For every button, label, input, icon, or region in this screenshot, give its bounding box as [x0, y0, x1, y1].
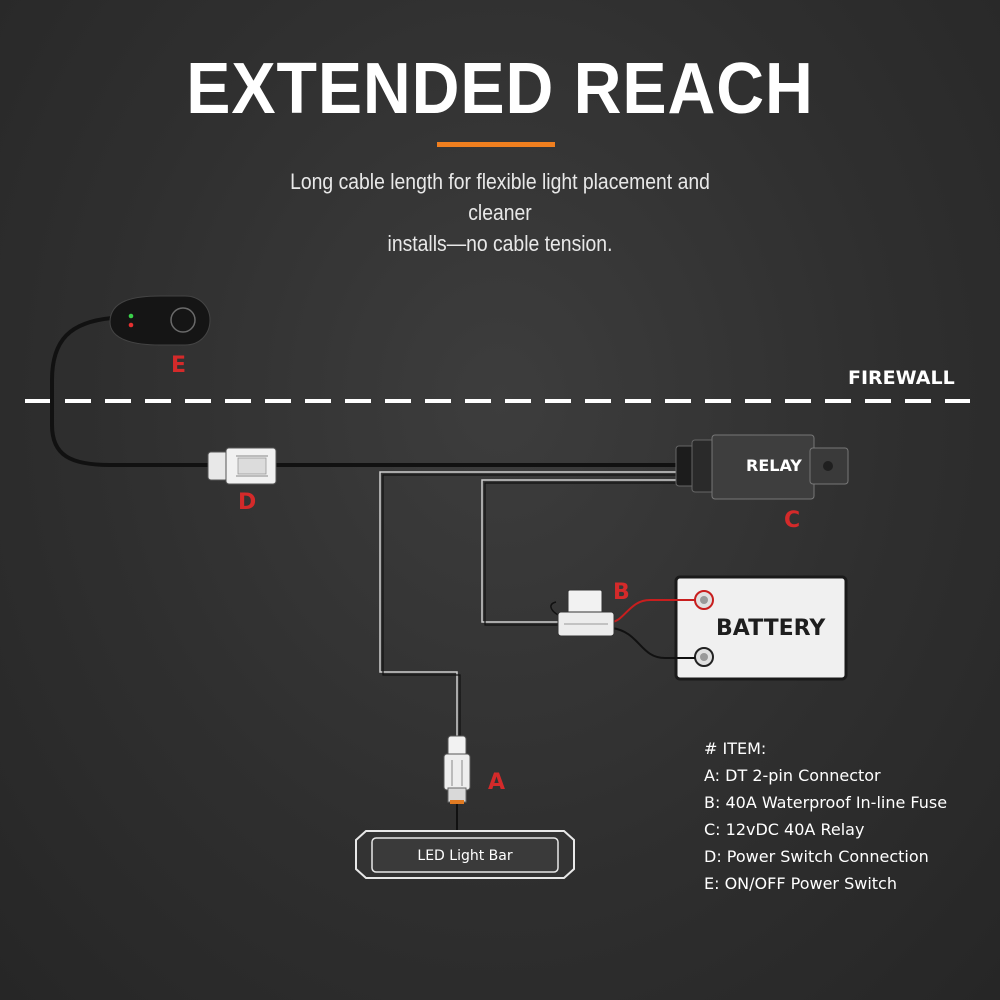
relay-label: RELAY [746, 456, 802, 475]
legend-item-a: A: DT 2-pin Connector [704, 766, 881, 785]
legend-item-e: E: ON/OFF Power Switch [704, 874, 897, 893]
label-a: A [488, 770, 506, 795]
label-d: D [238, 490, 257, 515]
relay-icon [675, 434, 849, 500]
connector-icon [207, 447, 277, 485]
relay-to-fuse-wire-dark [484, 482, 690, 626]
fuse-positive-wire [611, 599, 695, 623]
subtitle-line-1: Long cable length for flexible light pla… [290, 169, 710, 225]
relay-to-fuse-wire [481, 479, 690, 623]
relay-to-lightbar-wire [379, 471, 690, 736]
light-bar-icon [355, 830, 575, 879]
subtitle-line-2: installs—no cable tension. [387, 231, 613, 256]
light-bar-label: LED Light Bar [417, 848, 513, 864]
legend-heading: # ITEM: [704, 739, 767, 758]
title-accent-line [437, 142, 555, 147]
firewall-label: FIREWALL [848, 367, 955, 389]
page-subtitle: Long cable length for flexible light pla… [280, 166, 720, 259]
switch-cable [50, 316, 210, 467]
fuse-negative-wire [611, 627, 695, 659]
legend-item-c: C: 12vDC 40A Relay [704, 820, 865, 839]
legend-item-b: B: 40A Waterproof In-line Fuse [704, 793, 948, 812]
dt-connector-icon [443, 735, 471, 804]
switch-icon [109, 295, 211, 346]
relay-to-lightbar-wire-dark [382, 474, 690, 736]
battery-icon [674, 575, 848, 681]
legend-item-d: D: Power Switch Connection [704, 847, 929, 866]
item-legend: # ITEM: A: DT 2-pin Connector B: 40A Wat… [704, 735, 947, 897]
label-e: E [171, 353, 187, 378]
label-c: C [784, 508, 801, 533]
battery-label: BATTERY [716, 616, 826, 641]
fuse-icon [550, 589, 615, 637]
label-b: B [613, 580, 630, 605]
page-title: EXTENDED REACH [186, 49, 814, 129]
